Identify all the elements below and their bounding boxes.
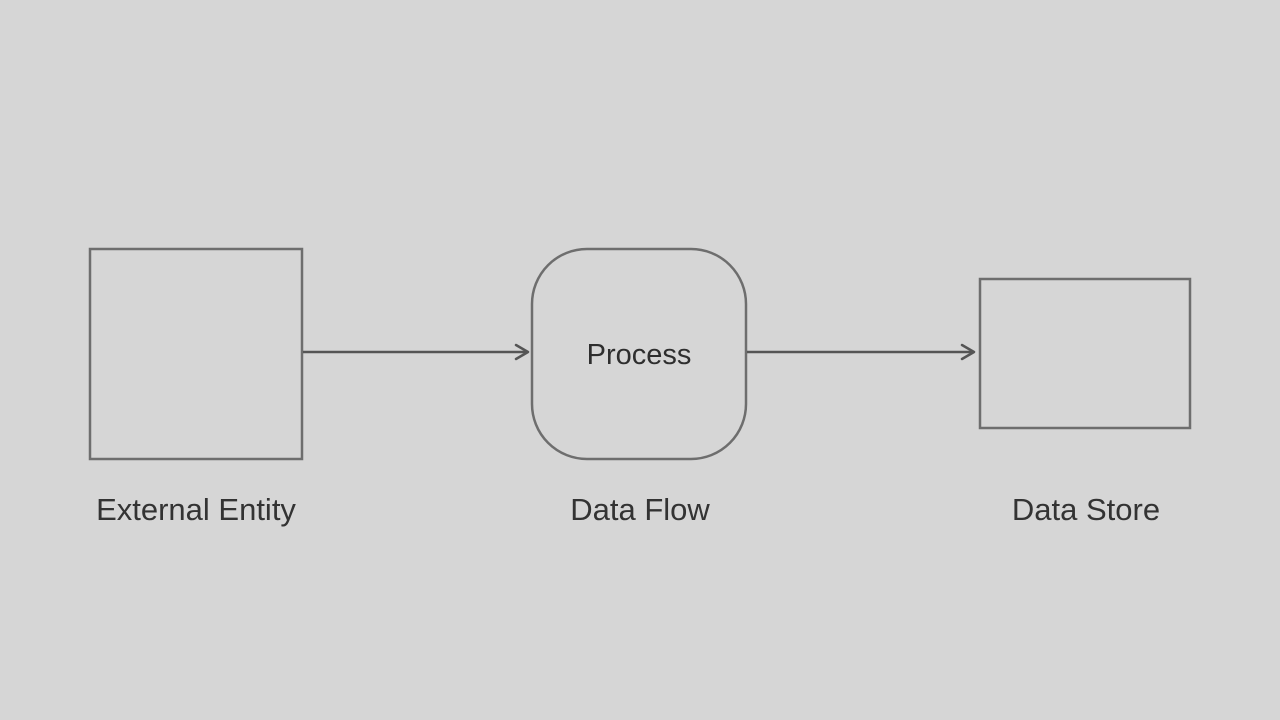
flow-arrow-process-to-store [747,343,976,361]
process-label: Process [587,339,692,371]
external-entity-caption: External Entity [96,492,296,527]
data-store-box [978,277,1192,430]
arrowhead-process-to-store [960,343,976,361]
flow-arrow-entity-to-process [303,343,530,361]
data-store-caption: Data Store [1011,492,1161,527]
process-node [530,247,748,461]
arrowhead-entity-to-process [514,343,530,361]
external-entity-box [88,247,304,461]
data-flow-caption: Data Flow [570,492,710,527]
